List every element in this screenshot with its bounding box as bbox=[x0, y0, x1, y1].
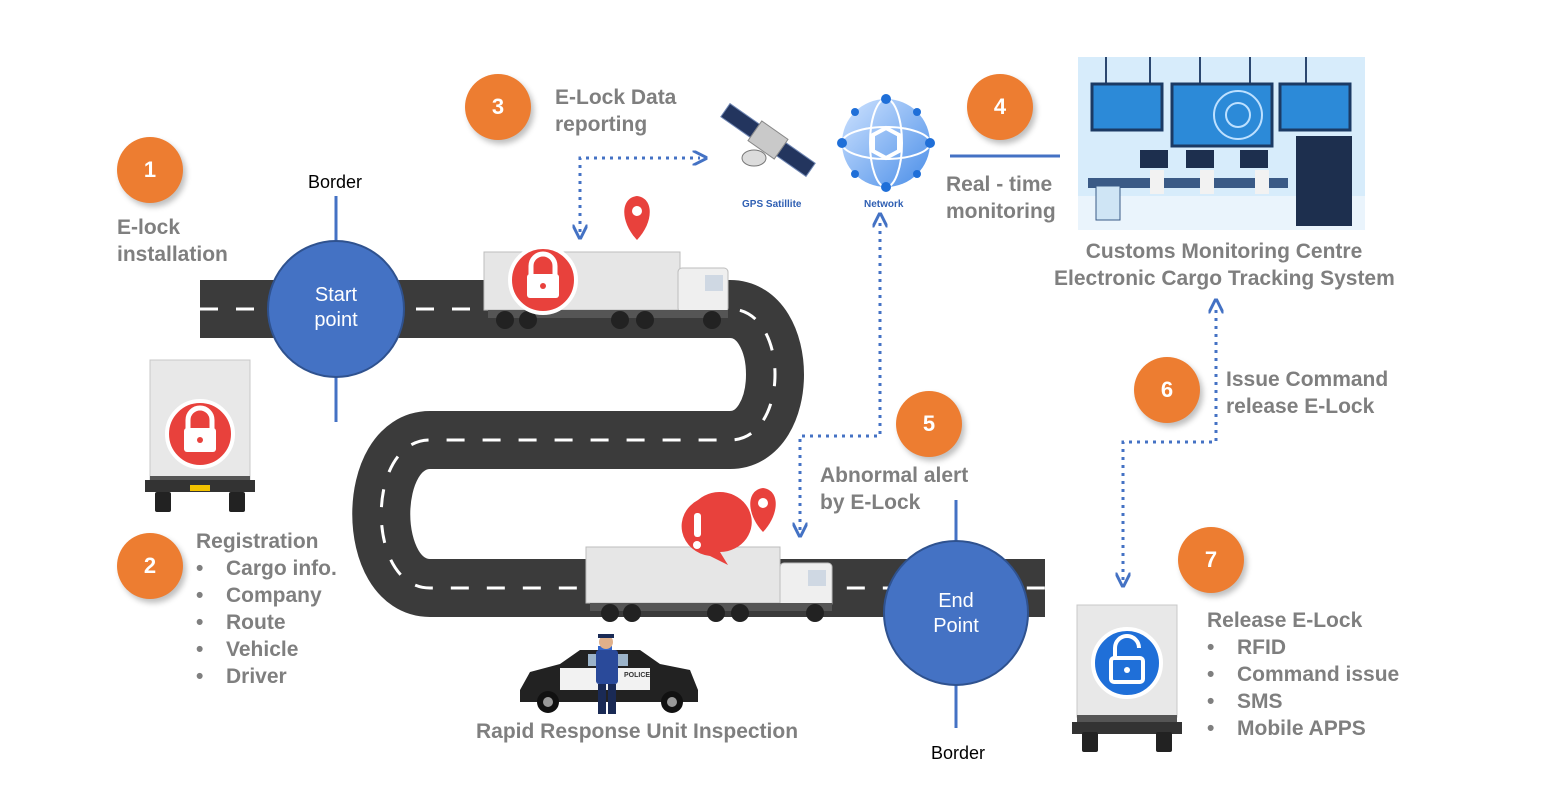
list-item-text: Cargo info. bbox=[226, 557, 337, 580]
list-item: • Mobile APPS bbox=[1207, 715, 1399, 742]
step-4-label-line-2: monitoring bbox=[946, 200, 1056, 223]
map-pin-icon bbox=[624, 196, 650, 240]
network-globe-icon bbox=[837, 94, 935, 192]
list-item-text: Vehicle bbox=[226, 638, 299, 661]
lock-icon bbox=[165, 399, 235, 469]
monitoring-centre-line-2: Electronic Cargo Tracking System bbox=[1054, 267, 1395, 290]
lock-icon bbox=[508, 245, 578, 315]
step-3-badge: 3 bbox=[465, 74, 531, 140]
step-6-label-line-2: release E-Lock bbox=[1226, 395, 1375, 418]
list-item-text: Command issue bbox=[1237, 663, 1400, 686]
step-1-label: E-lock installation bbox=[117, 214, 228, 268]
bullet-icon: • bbox=[1207, 636, 1215, 659]
truck-icon bbox=[585, 546, 833, 622]
satellite-icon bbox=[720, 102, 816, 178]
bullet-icon: • bbox=[196, 557, 204, 580]
step-3-label-line-2: reporting bbox=[555, 113, 648, 136]
gps-satellite-label: GPS Satillite bbox=[742, 199, 802, 210]
step-2-badge: 2 bbox=[117, 533, 183, 599]
step-5-label: Abnormal alert by E-Lock bbox=[820, 462, 968, 516]
bullet-icon: • bbox=[196, 638, 204, 661]
bullet-icon: • bbox=[1207, 690, 1215, 713]
list-item-text: Company bbox=[226, 584, 322, 607]
step-2-list: • Cargo info. • Company • Route • Vehicle • D… bbox=[196, 555, 337, 690]
list-item-text: RFID bbox=[1237, 636, 1286, 659]
start-point-circle bbox=[267, 240, 405, 378]
step-6-badge: 6 bbox=[1134, 357, 1200, 423]
bullet-icon: • bbox=[196, 665, 204, 688]
list-item: • RFID bbox=[1207, 634, 1399, 661]
step-1-badge: 1 bbox=[117, 137, 183, 203]
rapid-response-label: Rapid Response Unit Inspection bbox=[476, 720, 799, 743]
step-4-label: Real - time monitoring bbox=[946, 171, 1056, 225]
police-car-icon bbox=[520, 634, 698, 714]
map-pin-icon bbox=[750, 488, 776, 532]
list-item: • Command issue bbox=[1207, 661, 1399, 688]
end-point-label: End Point bbox=[906, 589, 1006, 639]
alert-icon bbox=[681, 492, 752, 565]
step-1-label-line-2: installation bbox=[117, 243, 228, 266]
network-label: Network bbox=[864, 199, 904, 210]
step-7-list: • RFID • Command issue • SMS • Mobile APPS bbox=[1207, 634, 1399, 742]
list-item: • Company bbox=[196, 582, 337, 609]
list-item-text: SMS bbox=[1237, 690, 1283, 713]
start-point-label: Start point bbox=[286, 283, 386, 333]
step-3-label-line-1: E-Lock Data bbox=[555, 86, 677, 109]
bullet-icon: • bbox=[196, 611, 204, 634]
list-item-text: Driver bbox=[226, 665, 287, 688]
end-point-circle bbox=[883, 540, 1029, 686]
end-point-line-2: Point bbox=[933, 615, 979, 637]
step-6-label-line-1: Issue Command bbox=[1226, 368, 1389, 391]
road bbox=[200, 280, 1045, 617]
step-5-badge: 5 bbox=[896, 391, 962, 457]
list-item-text: Route bbox=[226, 611, 286, 634]
step-6-label: Issue Command release E-Lock bbox=[1226, 366, 1388, 420]
step-3-label: E-Lock Data reporting bbox=[555, 84, 676, 138]
start-point-line-1: Start bbox=[314, 284, 358, 306]
border-label-start: Border bbox=[308, 172, 363, 192]
step-7-badge: 7 bbox=[1178, 527, 1244, 593]
bullet-icon: • bbox=[1207, 717, 1215, 740]
list-item: • Vehicle bbox=[196, 636, 337, 663]
step-5-label-line-2: by E-Lock bbox=[820, 491, 921, 514]
monitoring-centre-label: Customs Monitoring Centre Electronic Car… bbox=[1054, 238, 1395, 292]
step-2-title: Registration bbox=[196, 530, 319, 553]
list-item-text: Mobile APPS bbox=[1237, 717, 1366, 740]
bullet-icon: • bbox=[1207, 663, 1215, 686]
end-point-line-1: End bbox=[938, 590, 974, 612]
unlock-icon bbox=[1091, 627, 1163, 699]
monitoring-centre-line-1: Customs Monitoring Centre bbox=[1085, 240, 1363, 263]
step-7-title: Release E-Lock bbox=[1207, 609, 1363, 632]
start-point-line-2: point bbox=[314, 309, 358, 331]
list-item: • Route bbox=[196, 609, 337, 636]
flow-arrows bbox=[580, 158, 1216, 580]
step-5-label-line-1: Abnormal alert bbox=[820, 464, 969, 487]
monitoring-room-icon bbox=[1078, 57, 1365, 230]
step-4-badge: 4 bbox=[967, 74, 1033, 140]
step-1-label-line-1: E-lock bbox=[117, 216, 181, 239]
bullet-icon: • bbox=[196, 584, 204, 607]
border-label-end: Border bbox=[931, 743, 986, 763]
police-car-text: POLICE bbox=[624, 672, 651, 679]
list-item: • Cargo info. bbox=[196, 555, 337, 582]
step-4-label-line-1: Real - time bbox=[946, 173, 1053, 196]
list-item: • Driver bbox=[196, 663, 337, 690]
list-item: • SMS bbox=[1207, 688, 1399, 715]
